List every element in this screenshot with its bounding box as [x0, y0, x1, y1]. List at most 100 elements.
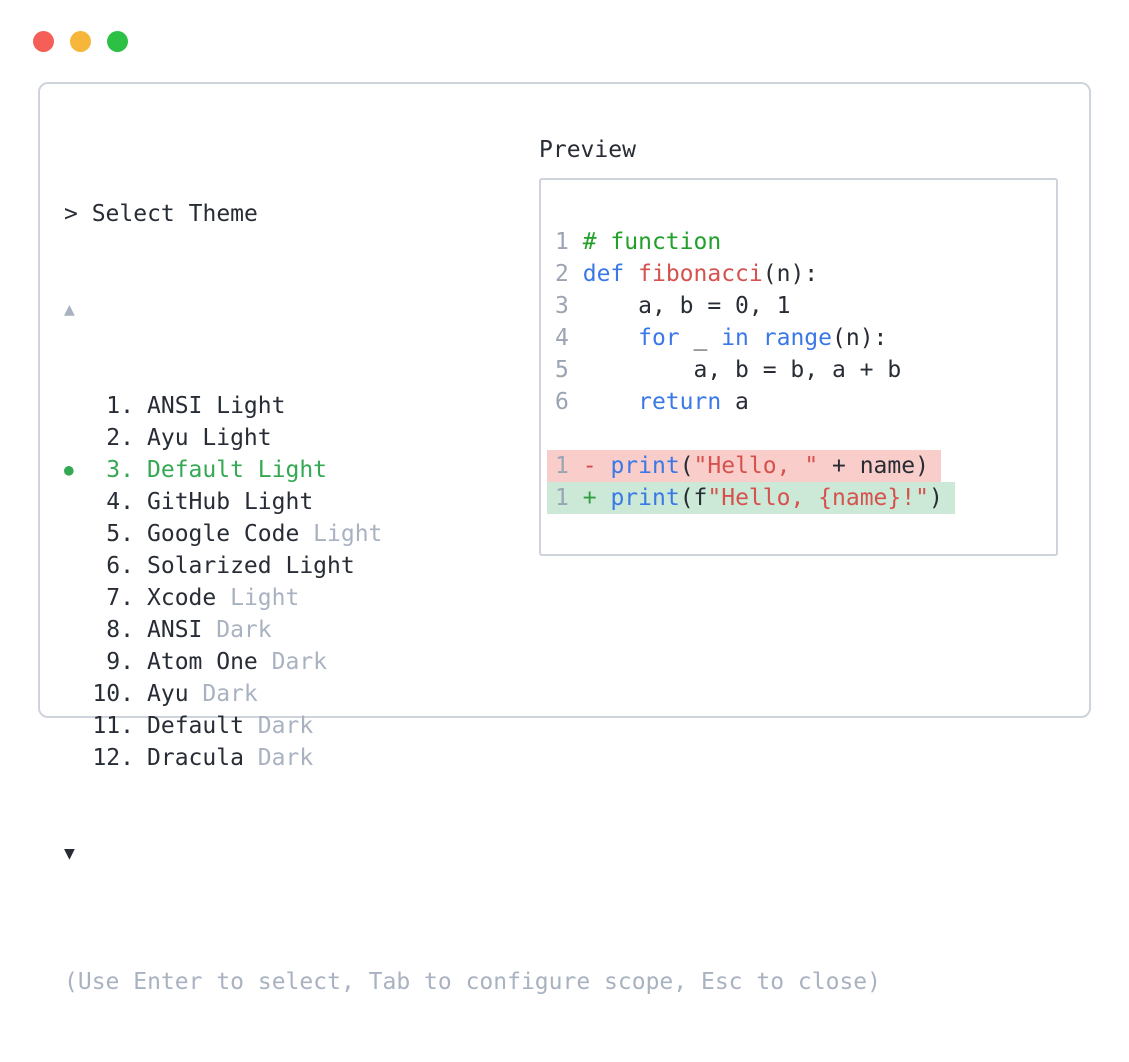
diff-line-removed: 1 - print("Hello, " + name)	[547, 450, 1056, 482]
theme-list-item[interactable]: 11. Default Dark	[64, 710, 881, 742]
theme-list-item[interactable]: 5. Google Code Light	[64, 518, 881, 550]
theme-number: 6.	[106, 553, 134, 579]
theme-variant: Light	[313, 521, 383, 547]
theme-number: 3.	[106, 457, 134, 483]
keyword-token: return	[638, 389, 722, 415]
theme-name: Solarized	[147, 553, 272, 579]
keyword-token: for	[638, 325, 680, 351]
minimize-button-icon[interactable]	[70, 31, 91, 52]
diff-sign-removed: -	[582, 453, 597, 479]
code-token: (n):	[762, 261, 819, 287]
selected-bullet-icon: ●	[64, 460, 74, 479]
code-blank-line	[555, 418, 1056, 450]
theme-variant: Light	[202, 425, 272, 451]
theme-name: Ayu	[147, 425, 189, 451]
selected-bullet-icon	[64, 678, 92, 710]
theme-name: Dracula	[147, 745, 244, 771]
theme-name: Xcode	[147, 585, 217, 611]
theme-list-item[interactable]: 1. ANSI Light	[64, 390, 881, 422]
selected-bullet-icon	[64, 582, 92, 614]
code-token: a, b = b, a + b	[582, 357, 902, 383]
theme-variant: Light	[257, 457, 328, 483]
selected-bullet-icon	[64, 710, 92, 742]
code-token: + name)	[818, 453, 929, 479]
selected-bullet-icon	[64, 518, 92, 550]
theme-variant: Light	[230, 585, 300, 611]
diff-block: 1 - print("Hello, " + name)1 + print(f"H…	[547, 450, 1056, 514]
theme-number: 12.	[92, 745, 134, 771]
scroll-down-icon[interactable]: ▼	[64, 843, 75, 864]
diff-line-added: 1 + print(f"Hello, {name}!")	[547, 482, 1056, 514]
string-token: "Hello, "	[693, 453, 819, 479]
code-line: 1 # function	[555, 226, 1056, 258]
theme-list-item[interactable]: 6. Solarized Light	[64, 550, 881, 582]
code-token: (	[679, 453, 694, 479]
keyword-token: print	[610, 485, 680, 511]
theme-label: Ayu Light	[147, 422, 272, 454]
theme-list-item[interactable]: 8. ANSI Dark	[64, 614, 881, 646]
theme-variant: Light	[243, 489, 314, 515]
close-button-icon[interactable]	[33, 31, 54, 52]
diff-highlight: 1 + print(f"Hello, {name}!")	[547, 482, 955, 514]
code-token: )	[928, 485, 943, 511]
code-token: a	[721, 389, 749, 415]
theme-number: 7.	[106, 585, 134, 611]
theme-name: Ayu	[147, 681, 189, 707]
theme-name: ANSI	[147, 393, 203, 419]
theme-name: Default	[147, 713, 244, 739]
zoom-button-icon[interactable]	[107, 31, 128, 52]
theme-label: ANSI Dark	[147, 614, 272, 646]
selected-bullet-icon	[64, 422, 92, 454]
theme-label: Xcode Light	[147, 582, 299, 614]
theme-list-item[interactable]: 7. Xcode Light	[64, 582, 881, 614]
scroll-up-icon[interactable]: ▲	[64, 299, 75, 320]
theme-label: Google Code Light	[147, 518, 382, 550]
keyword-token: print	[610, 453, 680, 479]
code-line: 2 def fibonacci(n):	[555, 258, 1056, 290]
string-token: "Hello, {name}!"	[707, 485, 929, 511]
selected-bullet-icon	[64, 390, 92, 422]
theme-number: 8.	[106, 617, 134, 643]
line-number: 1	[555, 453, 569, 479]
theme-name: GitHub	[147, 489, 231, 515]
line-number: 4	[555, 325, 569, 351]
code-token: _	[679, 325, 722, 351]
diff-highlight: 1 - print("Hello, " + name)	[547, 450, 941, 482]
theme-variant: Light	[216, 393, 286, 419]
keyword-token: def	[582, 261, 625, 287]
theme-variant: Dark	[216, 617, 272, 643]
line-number: 1	[555, 485, 569, 511]
keyboard-hint: (Use Enter to select, Tab to configure s…	[64, 969, 881, 995]
theme-variant: Light	[285, 553, 355, 579]
window-controls	[33, 31, 128, 52]
code-token: a, b = 0, 1	[582, 293, 791, 319]
theme-number: 1.	[106, 393, 134, 419]
code-token	[624, 261, 638, 287]
theme-name: Google Code	[147, 521, 300, 547]
comment-token: # function	[582, 229, 722, 255]
theme-variant: Dark	[257, 713, 314, 739]
theme-number: 11.	[92, 713, 134, 739]
code-line: 3 a, b = 0, 1	[555, 290, 1056, 322]
code-token: (n):	[832, 325, 888, 351]
theme-name: ANSI	[147, 617, 203, 643]
theme-number: 5.	[106, 521, 134, 547]
keyword-token: in	[721, 325, 749, 351]
code-token	[583, 325, 638, 351]
keyword-token: range	[762, 325, 833, 351]
line-number: 2	[555, 261, 569, 287]
selected-bullet-icon	[64, 550, 92, 582]
